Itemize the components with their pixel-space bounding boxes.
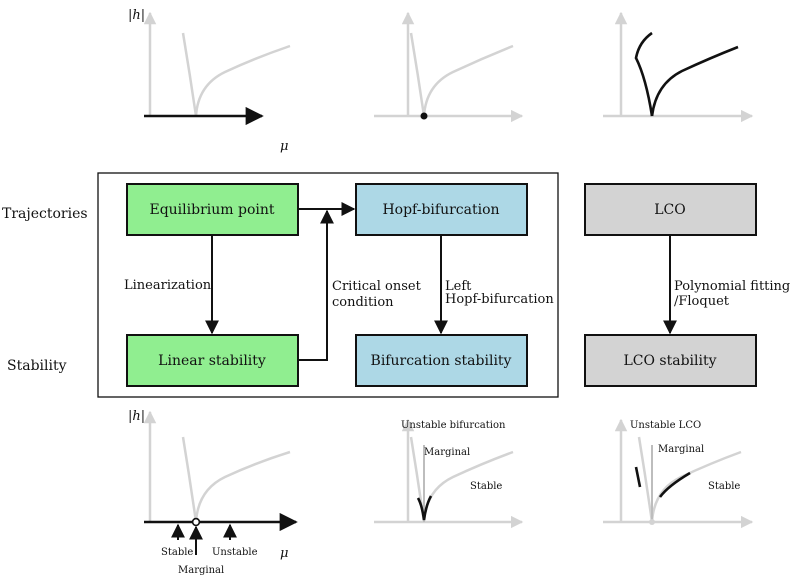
- h-axis-label: |h|: [128, 409, 145, 424]
- label-left-2: Hopf-bifurcation: [445, 292, 554, 307]
- origin-point: [649, 519, 655, 525]
- bottom-plot-3: Unstable LCO Marginal Stable: [603, 418, 754, 529]
- stable-branch: [650, 450, 742, 523]
- label-marginal: Marginal: [178, 565, 224, 576]
- box-label: Bifurcation stability: [371, 353, 512, 369]
- top-plot-3: [603, 11, 754, 123]
- label-stable: Stable: [708, 481, 740, 492]
- label-unstable-bifurcation: Unstable bifurcation: [401, 420, 506, 431]
- unstable-branch: [181, 436, 198, 523]
- bottom-plot-2: Unstable bifurcation Marginal Stable: [374, 418, 524, 529]
- bifurcation-cusp: [416, 495, 433, 521]
- top-plot-1: |h| μ: [128, 8, 291, 154]
- bottom-plot-1: |h| Stable Marginal Unstable μ: [128, 409, 298, 576]
- label-marginal: Marginal: [424, 447, 470, 458]
- top-plot-2: [374, 11, 524, 123]
- label-stable: Stable: [470, 481, 502, 492]
- h-axis-label: |h|: [128, 8, 145, 23]
- box-equilibrium-point: Equilibrium point: [126, 183, 299, 236]
- arrow-critical-onset: [298, 209, 334, 361]
- label-linearization: Linearization: [124, 278, 212, 293]
- label-stable: Stable: [161, 547, 193, 558]
- unstable-branch: [409, 32, 426, 117]
- mu-axis-label: μ: [280, 546, 288, 561]
- box-lco: LCO: [584, 183, 757, 236]
- box-bifurcation-stability: Bifurcation stability: [355, 334, 528, 387]
- unstable-branch: [181, 32, 198, 117]
- box-label: LCO: [654, 202, 686, 218]
- lco-unstable-branch: [634, 31, 654, 117]
- label-polynomial-1: Polynomial fitting: [674, 279, 790, 294]
- box-label: LCO stability: [623, 353, 716, 369]
- label-unstable-lco: Unstable LCO: [630, 420, 701, 431]
- box-lco-stability: LCO stability: [584, 334, 757, 387]
- box-label: Hopf-bifurcation: [382, 202, 499, 218]
- mu-axis-label: μ: [280, 139, 288, 154]
- label-unstable: Unstable: [212, 547, 258, 558]
- lco-stable-segment: [658, 471, 691, 498]
- marginal-point: [191, 517, 201, 527]
- label-critical-onset-2: condition: [332, 295, 394, 310]
- row-label-trajectories: Trajectories: [2, 206, 88, 222]
- lco-stable-branch: [650, 45, 739, 117]
- label-polynomial-2: /Floquet: [674, 294, 730, 309]
- stable-branch: [422, 44, 514, 117]
- stable-branch: [194, 44, 291, 117]
- box-linear-stability: Linear stability: [126, 334, 299, 387]
- row-label-stability: Stability: [7, 358, 67, 374]
- group-frame: [97, 172, 559, 398]
- box-label: Equilibrium point: [149, 202, 274, 218]
- box-hopf-bifurcation: Hopf-bifurcation: [355, 183, 528, 236]
- unstable-branch: [637, 436, 654, 523]
- box-label: Linear stability: [158, 353, 266, 369]
- bifurcation-point: [420, 112, 428, 120]
- stable-branch: [194, 450, 291, 523]
- label-marginal: Marginal: [658, 444, 704, 455]
- label-left-1: Left: [445, 279, 472, 294]
- lco-unstable-segment: [634, 466, 642, 488]
- label-critical-onset-1: Critical onset: [332, 279, 422, 294]
